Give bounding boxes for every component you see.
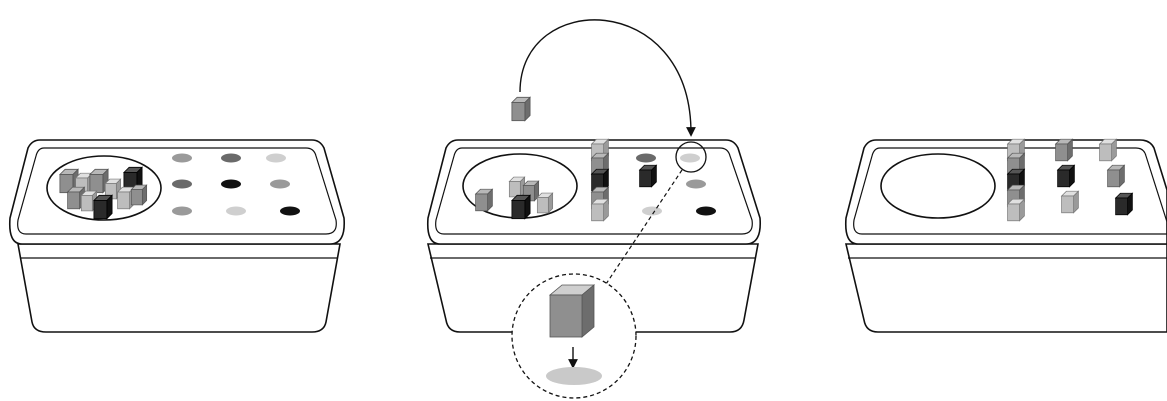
tub-base <box>17 243 341 333</box>
curved-arrow-icon <box>519 19 696 137</box>
zoom-inset <box>511 273 637 399</box>
spot <box>266 153 286 163</box>
spot <box>221 153 241 163</box>
cube-icon <box>511 96 531 122</box>
spot <box>680 153 700 163</box>
spot <box>636 153 656 163</box>
spot <box>696 206 716 216</box>
spot <box>270 179 290 189</box>
target-highlight <box>675 141 707 173</box>
cube-icon <box>548 284 596 338</box>
ellipse-spot-icon <box>546 367 602 385</box>
target-spots <box>172 153 300 216</box>
tub-base <box>844 243 1167 333</box>
spot <box>642 206 662 216</box>
zoom-leader-line <box>605 169 683 285</box>
panel-sorting <box>426 19 762 399</box>
spot <box>172 179 192 189</box>
spot <box>172 153 192 163</box>
spot <box>221 179 241 189</box>
spot <box>686 179 706 189</box>
spot <box>280 206 300 216</box>
spot <box>172 206 192 216</box>
target-spots <box>636 153 716 216</box>
panel-unsorted <box>8 139 346 333</box>
cube-bin <box>880 153 996 219</box>
spot <box>226 206 246 216</box>
panel-sorted <box>844 138 1167 333</box>
